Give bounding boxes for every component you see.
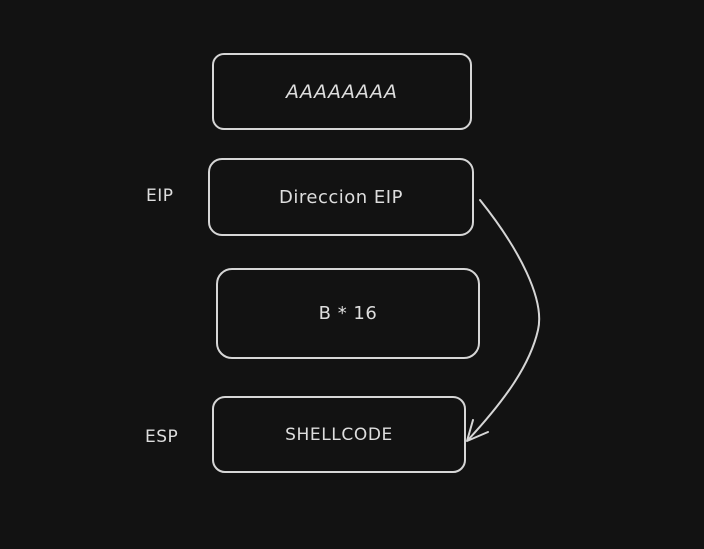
padding-box: B * 16	[216, 268, 480, 359]
shellcode-box: SHELLCODE	[212, 396, 466, 473]
eip-register-label: EIP	[146, 186, 174, 206]
buffer-label: AAAAAAAA	[286, 80, 398, 103]
padding-label: B * 16	[318, 303, 378, 324]
jump-arrow-curve	[467, 199, 541, 441]
jump-arrow-head	[466, 419, 489, 442]
eip-address-label: Direccion EIP	[279, 186, 403, 208]
buffer-box: AAAAAAAA	[212, 53, 472, 130]
esp-register-label: ESP	[145, 427, 179, 447]
eip-address-box: Direccion EIP	[208, 158, 474, 236]
shellcode-label: SHELLCODE	[285, 424, 393, 445]
